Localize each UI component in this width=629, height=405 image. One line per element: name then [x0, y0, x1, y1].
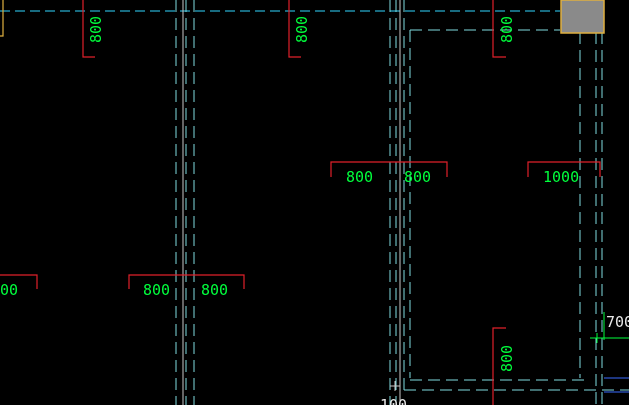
dim-mid-left: 800 — [346, 168, 373, 186]
dim-mid-far-right: 1000 — [543, 168, 579, 186]
solid-grid-lines — [182, 0, 401, 405]
dimension-leaders — [0, 0, 601, 405]
dim-bottom-right: 800 — [498, 345, 516, 372]
square-column-icon[interactable] — [560, 0, 605, 34]
dim-low-right: 800 — [201, 281, 228, 299]
dim-top-left: 800 — [87, 16, 105, 43]
dim-top-right: 800 — [498, 16, 516, 43]
dim-low-edge-left: 800 — [0, 281, 18, 299]
dim-low-left: 800 — [143, 281, 170, 299]
dim-bottom-edge: 100 — [380, 396, 407, 405]
column-edge-stub — [0, 0, 4, 37]
blue-lines — [604, 377, 629, 393]
snap-marker-icon — [390, 381, 400, 391]
dim-top-middle: 800 — [293, 16, 311, 43]
vertical-wall-lines — [175, 0, 603, 405]
crosshair-icon — [592, 333, 602, 343]
dim-right-edge: 700 — [606, 313, 629, 331]
bottom-wall-lines — [404, 29, 629, 391]
dim-mid-right: 800 — [404, 168, 431, 186]
